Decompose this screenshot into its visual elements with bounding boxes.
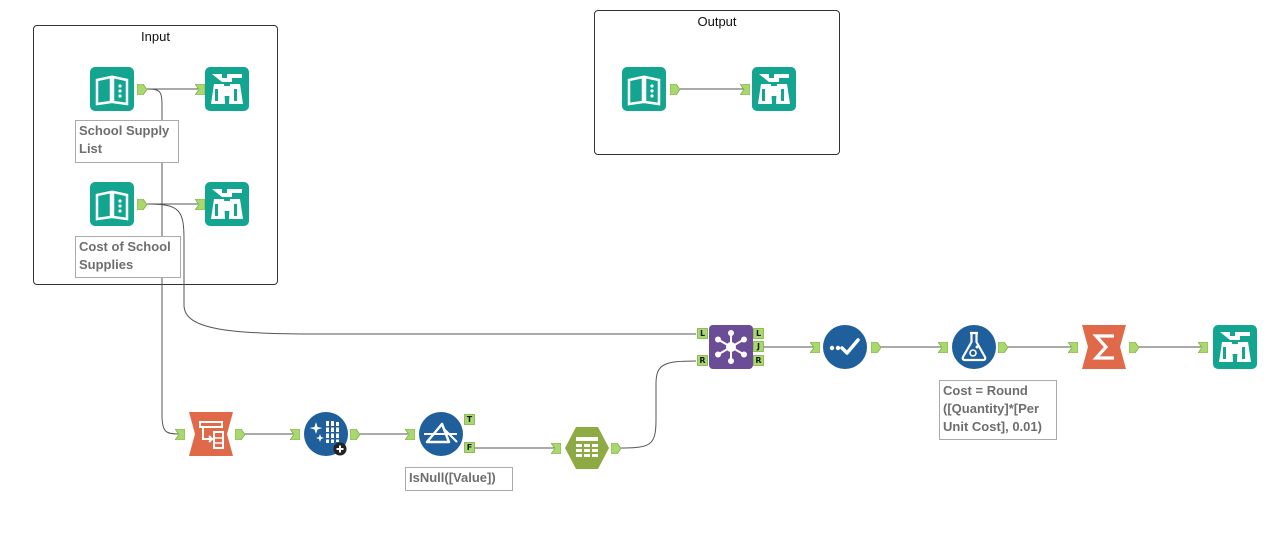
input-anchor-final-browse[interactable] xyxy=(1198,342,1208,353)
output-anchor-output-input[interactable] xyxy=(670,84,680,95)
input-anchor-summarize[interactable] xyxy=(1068,342,1078,353)
join-right-output-anchor[interactable]: R xyxy=(753,355,764,366)
annotation-cost-of-school-supplies[interactable]: Cost of School Supplies xyxy=(75,236,181,278)
multi-row-formula-tool[interactable] xyxy=(304,412,348,456)
input-anchor-check[interactable] xyxy=(810,342,820,353)
browse-tool-1[interactable] xyxy=(205,67,249,111)
select-tool[interactable] xyxy=(565,426,609,470)
multi-row-formula-icon xyxy=(304,412,348,456)
browse-icon xyxy=(752,67,796,111)
input-anchor-multirow[interactable] xyxy=(290,429,300,440)
filter-false-anchor[interactable]: F xyxy=(464,442,475,453)
output-anchor-input2[interactable] xyxy=(137,199,147,210)
output-container-title: Output xyxy=(697,14,737,29)
browse-tool-final[interactable] xyxy=(1213,325,1257,369)
output-anchor-transpose[interactable] xyxy=(235,429,245,440)
transpose-tool[interactable] xyxy=(189,412,233,456)
input-container[interactable]: Input xyxy=(33,25,278,285)
select-icon xyxy=(565,426,609,470)
annotation-school-supply-list[interactable]: School Supply List xyxy=(75,120,179,163)
input-anchor-browse1[interactable] xyxy=(195,84,205,95)
join-right-output-label: R xyxy=(755,356,762,365)
input-data-tool-1[interactable] xyxy=(90,67,134,111)
input-data-tool-output-container[interactable] xyxy=(622,67,666,111)
output-anchor-multirow[interactable] xyxy=(350,429,360,440)
input-container-title: Input xyxy=(141,29,170,44)
filter-icon xyxy=(419,412,463,456)
formula-tool[interactable] xyxy=(952,325,996,369)
transpose-icon xyxy=(189,412,233,456)
join-left-input-anchor[interactable]: L xyxy=(697,328,708,339)
filter-false-label: F xyxy=(466,443,473,452)
input-anchor-browse2[interactable] xyxy=(195,199,205,210)
filter-true-anchor[interactable]: T xyxy=(464,414,475,425)
record-check-icon xyxy=(823,325,867,369)
input-data-icon xyxy=(90,182,134,226)
annotation-formula-expression[interactable]: Cost = Round ([Quantity]*[Per Unit Cost]… xyxy=(939,380,1057,440)
formula-icon xyxy=(952,325,996,369)
browse-icon xyxy=(205,182,249,226)
join-join-output-anchor[interactable]: J xyxy=(753,341,764,352)
join-right-input-anchor[interactable]: R xyxy=(697,355,708,366)
join-icon xyxy=(709,325,753,369)
join-join-output-label: J xyxy=(757,342,760,351)
conn-input2-join-left xyxy=(146,203,696,335)
output-anchor-formula[interactable] xyxy=(998,342,1008,353)
summarize-tool[interactable] xyxy=(1082,325,1126,369)
browse-tool-2[interactable] xyxy=(205,182,249,226)
browse-tool-output-container[interactable] xyxy=(752,67,796,111)
input-data-icon xyxy=(622,67,666,111)
input-anchor-transpose[interactable] xyxy=(175,429,185,440)
browse-icon xyxy=(1213,325,1257,369)
join-left-input-label: L xyxy=(699,329,706,338)
filter-tool[interactable] xyxy=(419,412,463,456)
output-anchor-select[interactable] xyxy=(611,443,621,454)
annotation-filter-expression[interactable]: IsNull([Value]) xyxy=(405,467,513,491)
output-anchor-check[interactable] xyxy=(871,342,881,353)
input-anchor-filter[interactable] xyxy=(405,429,415,440)
conn-select-join-right xyxy=(619,360,697,449)
filter-true-label: T xyxy=(466,415,473,424)
output-anchor-input1[interactable] xyxy=(137,84,147,95)
browse-icon xyxy=(205,67,249,111)
input-data-tool-2[interactable] xyxy=(90,182,134,226)
join-left-output-label: L xyxy=(755,329,762,338)
output-anchor-summarize[interactable] xyxy=(1129,342,1139,353)
join-right-input-label: R xyxy=(699,356,706,365)
input-data-icon xyxy=(90,67,134,111)
input-anchor-output-browse[interactable] xyxy=(740,84,750,95)
summarize-icon xyxy=(1082,325,1126,369)
input-anchor-select[interactable] xyxy=(551,443,561,454)
record-check-tool[interactable] xyxy=(823,325,867,369)
join-left-output-anchor[interactable]: L xyxy=(753,328,764,339)
join-tool[interactable] xyxy=(709,325,753,369)
output-container[interactable]: Output xyxy=(594,10,840,155)
input-anchor-formula[interactable] xyxy=(938,342,948,353)
